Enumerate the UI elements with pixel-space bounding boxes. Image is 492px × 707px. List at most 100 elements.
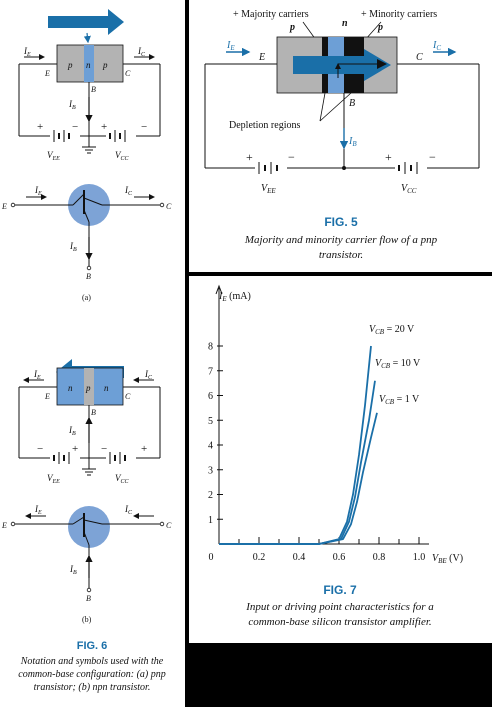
fig6-panel: p n p IE IC E C B IB [0, 0, 185, 707]
fig6a-vee-battery [50, 128, 80, 144]
fig6b-layer-p: p [85, 383, 91, 393]
series-line-0 [219, 345, 372, 545]
fig6b-npn-symbol: E C B IE IC IB (b) [1, 504, 172, 624]
fig6a-base-layer [84, 45, 94, 82]
fig6a-small-arrow [83, 32, 91, 44]
fig5-diagram: + Majority carriers + Minority carriers … [204, 9, 480, 261]
fig5-panel: + Majority carriers + Minority carriers … [189, 0, 492, 272]
fig6b-vee-battery [50, 450, 80, 466]
fig7-series [219, 345, 378, 545]
divider-vertical [185, 0, 189, 707]
x-tick-label: 0.6 [333, 552, 346, 563]
svg-text:IE: IE [33, 369, 41, 381]
x-tick-label: 0.8 [373, 552, 386, 563]
fig5-depletion-label: Depletion regions [229, 120, 300, 131]
x-tick-label: 0.2 [253, 552, 266, 563]
fig6b-base-layer [84, 368, 94, 405]
fig6a-minus-right: − [141, 121, 147, 133]
fig6a-minus-left: − [72, 121, 78, 133]
svg-text:B: B [91, 408, 96, 417]
fig6a-c-label: C [125, 69, 131, 78]
svg-text:+: + [141, 443, 147, 455]
svg-text:IB: IB [69, 564, 77, 576]
svg-text:IB: IB [68, 425, 76, 437]
fig6a-plus-left: + [37, 121, 43, 133]
fig7-series-label-10v: VCB = 10 V [375, 358, 421, 370]
fig6b-ground-icon [82, 458, 96, 476]
fig5-majority-label: + Majority carriers [233, 9, 309, 20]
fig6b-transistor-circle [68, 506, 110, 548]
fig5-vee-battery [255, 160, 287, 176]
fig6a-vee-label: VEE [47, 150, 60, 162]
fig6a-sub-label: (a) [82, 293, 91, 302]
y-tick-label: 4 [208, 441, 213, 452]
fig6a-sym-e: E [1, 202, 7, 211]
fig6b-sub-label: (b) [82, 615, 92, 624]
svg-text:C: C [125, 392, 131, 401]
svg-text:IC: IC [124, 504, 133, 516]
fig5-minority-arrow [377, 59, 387, 69]
fig6a-layer-p1: p [67, 60, 73, 70]
fig5-layer-n: n [342, 18, 348, 29]
fig6b-vcc-battery [106, 450, 136, 466]
fig6a-plus-right: + [101, 121, 107, 133]
svg-text:−: − [429, 150, 436, 164]
svg-text:IC: IC [124, 185, 133, 197]
fig5-layer-p1: p [289, 22, 295, 33]
y-tick-label: 7 [208, 366, 213, 377]
fig6a-ic-label: IC [137, 46, 146, 58]
fig7-xlabel: VBE (V) [432, 553, 463, 565]
x-tick-label: 0 [209, 552, 214, 563]
fig6a-sym-b: B [86, 272, 91, 281]
fig6-caption-line3: transistor; (b) npn transistor. [34, 682, 151, 693]
fig7-series-label-20v: VCB = 20 V [369, 324, 415, 336]
svg-text:IC: IC [144, 369, 153, 381]
fig5-majority-arrow [293, 49, 391, 81]
y-tick-label: 2 [208, 490, 213, 501]
fig6a-ie-label: IE [23, 46, 31, 58]
fig7-title: FIG. 7 [323, 583, 357, 597]
fig6b-layer-n1: n [68, 383, 73, 393]
y-tick-label: 6 [208, 391, 213, 402]
svg-text:C: C [166, 521, 172, 530]
divider-horizontal [189, 272, 492, 276]
svg-text:E: E [44, 392, 50, 401]
svg-text:IE: IE [34, 185, 42, 197]
svg-text:−: − [37, 443, 43, 455]
svg-text:IE: IE [34, 504, 42, 516]
fig6a-layer-p2: p [102, 60, 108, 70]
fig7-series-label-1v: VCB = 1 V [379, 394, 420, 406]
svg-text:VCC: VCC [115, 473, 130, 485]
fig6a-e-label: E [44, 69, 50, 78]
fig6a-transistor-circle [68, 184, 110, 226]
y-axis-arrowhead [215, 284, 223, 295]
svg-text:E: E [1, 521, 7, 530]
x-tick-label: 1.0 [413, 552, 426, 563]
fig5-b-label: B [349, 98, 355, 109]
fig6a-sym-c: C [166, 202, 172, 211]
y-tick-label: 1 [208, 515, 213, 526]
series-line-2 [219, 412, 378, 545]
fig7-caption-line2: common-base silicon transistor amplifier… [248, 616, 431, 628]
fig5-ic-label: IC [432, 40, 441, 52]
svg-text:−: − [288, 150, 295, 164]
svg-text:IB: IB [69, 241, 77, 253]
fig6b-block-diagram: n p n IE IC E C B IB [18, 359, 161, 485]
x-tick-label: 0.4 [293, 552, 306, 563]
svg-text:+: + [72, 443, 78, 455]
fig5-caption-line1: Majority and minority carrier flow of a … [244, 234, 438, 246]
fig5-e-label: E [258, 52, 265, 63]
fig6-caption-line2: common-base configuration: (a) pnp [18, 669, 165, 680]
fig6b-layer-n2: n [104, 383, 109, 393]
fig5-ie-label: IE [226, 40, 235, 52]
fig7-caption-line1: Input or driving point characteristics f… [245, 601, 434, 613]
svg-text:−: − [101, 443, 107, 455]
fig5-minority-label: + Minority carriers [361, 9, 437, 20]
fig5-caption-line2: transistor. [319, 249, 363, 261]
y-tick-label: 8 [208, 342, 213, 353]
svg-text:+: + [385, 150, 392, 164]
fig6-diagram: p n p IE IC E C B IB [1, 9, 172, 693]
